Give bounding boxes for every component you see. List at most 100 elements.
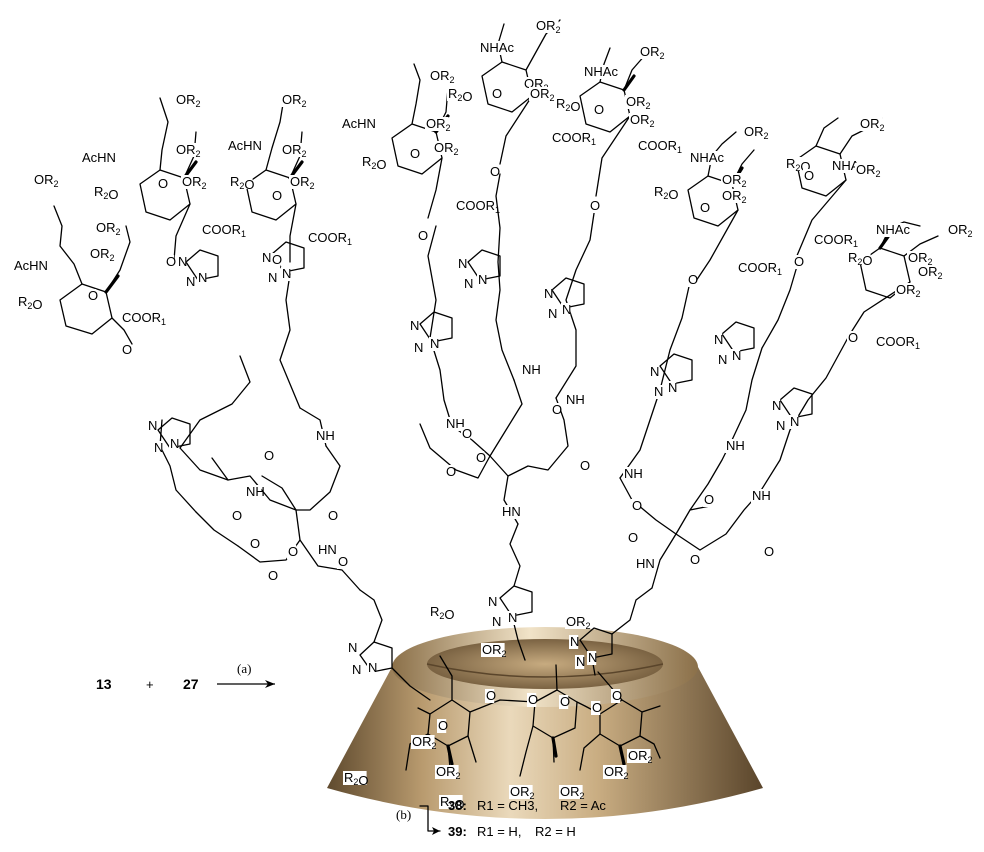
product-38-id: 38:: [448, 798, 467, 813]
atom-label-bg: [591, 701, 601, 715]
atom-label-or2: OR2: [536, 18, 561, 35]
atom-label-bg: [89, 247, 113, 261]
atom-label-bg: [351, 663, 361, 677]
atom-label-bg: [561, 303, 571, 317]
atom-label-bg: [437, 719, 447, 733]
atom-label-hn: HN: [502, 504, 521, 519]
atom-label-hn: HN: [318, 542, 337, 557]
atom-label-bg: [629, 113, 653, 127]
atom-label-bg: [751, 489, 768, 503]
atom-label-bg: [175, 93, 199, 107]
atom-label-n: N: [714, 332, 723, 347]
atom-label-n: N: [178, 254, 187, 269]
atom-label-or2: OR2: [96, 220, 121, 237]
atom-label-bg: [121, 343, 131, 357]
atom-label-bg: [611, 689, 621, 703]
product-legend: (b) 38: R1 = CH3, R2 = Ac 39: R1 = H, R2…: [396, 798, 606, 839]
atom-label-o: O: [492, 86, 502, 101]
atom-label-or2: OR2: [426, 116, 451, 133]
step-b-label: (b): [396, 807, 411, 822]
atom-label-n: N: [410, 318, 419, 333]
atom-label-bg: [429, 337, 439, 351]
atom-label-o: O: [804, 168, 814, 183]
atom-label-bg: [95, 221, 119, 235]
atom-label-bg: [543, 287, 553, 301]
atom-label-acnh: AcHN: [82, 150, 116, 165]
plus-sign: +: [146, 677, 154, 692]
atom-label-o: O: [632, 498, 642, 513]
atom-label-or2: OR2: [948, 222, 973, 239]
atom-label-or2: OR2: [482, 642, 507, 659]
atom-label-o: O: [328, 508, 338, 523]
product-39-r2: R2 = H: [535, 824, 576, 839]
atom-label-bg: [439, 795, 463, 809]
atom-label-r2o: R2O: [430, 604, 455, 622]
atom-label-n: N: [170, 436, 179, 451]
atom-label-bg: [175, 143, 199, 157]
atom-label-bg: [653, 385, 663, 399]
atom-label-bg: [529, 87, 553, 101]
atom-label-n: N: [668, 380, 677, 395]
atom-label-o: O: [560, 694, 570, 709]
atom-label-bg: [575, 655, 585, 669]
atom-label-or2: OR2: [430, 68, 455, 85]
atom-label-bg: [177, 255, 187, 269]
atom-label-or2: OR2: [566, 614, 591, 631]
atom-label-or2: OR2: [34, 172, 59, 189]
atom-label-bg: [509, 785, 533, 799]
atom-label-n: N: [478, 272, 487, 287]
atom-label-o: O: [628, 530, 638, 545]
atom-label-n: N: [262, 250, 271, 265]
atom-label-bg: [425, 117, 449, 131]
atom-label-bg: [197, 271, 207, 285]
atom-label-bg: [527, 693, 537, 707]
atom-label-acnh: AcHN: [228, 138, 262, 153]
atom-label-bg: [535, 19, 559, 33]
atom-label-nh: NH: [522, 362, 541, 377]
atom-label-bg: [813, 233, 851, 247]
atom-label-o: O: [88, 288, 98, 303]
atom-label-or2: OR2: [856, 162, 881, 179]
atom-label-bg: [627, 749, 651, 763]
atom-label-bg: [475, 451, 485, 465]
atom-label-bg: [429, 69, 453, 83]
atom-label-n: N: [352, 662, 361, 677]
atom-label-bg: [699, 201, 709, 215]
atom-label-o: O: [250, 536, 260, 551]
atom-label-o: O: [594, 102, 604, 117]
atom-label-bg: [121, 311, 159, 325]
reaction-line: 13 + 27 (a): [96, 661, 275, 692]
atom-label-bg: [847, 251, 871, 265]
product-39-r1: R1 = H,: [477, 824, 521, 839]
atom-label-coor1: COOR1: [814, 232, 858, 249]
atom-label-bg: [263, 449, 273, 463]
atom-label-bg: [635, 557, 652, 571]
atom-label-or2: OR2: [176, 142, 201, 159]
atom-label-bg: [157, 177, 167, 191]
atom-label-n: N: [570, 634, 579, 649]
atom-label-bg: [413, 341, 423, 355]
atom-label-acnh: AcHN: [14, 258, 48, 273]
product-39: 39: R1 = H, R2 = H: [448, 824, 576, 839]
atom-label-or2: OR2: [628, 748, 653, 765]
atom-label-n: N: [650, 364, 659, 379]
atom-label-bg: [593, 103, 603, 117]
atom-label-o: O: [446, 464, 456, 479]
atom-label-n: N: [772, 398, 781, 413]
atom-label-coor1: COOR1: [738, 260, 782, 277]
atom-label-bg: [907, 251, 931, 265]
atom-label-bg: [435, 765, 459, 779]
atom-label-o: O: [848, 330, 858, 345]
atom-label-o: O: [590, 198, 600, 213]
atom-label-bg: [267, 569, 277, 583]
atom-label-or2: OR2: [722, 172, 747, 189]
atom-label-o: O: [486, 688, 496, 703]
atom-label-o: O: [122, 342, 132, 357]
atom-label-or2: OR2: [530, 86, 555, 103]
atom-labels: OR2OR2OR2R2OAcHNCOOR1OOOR2OR2OR2AcHNR2OC…: [13, 18, 973, 812]
atom-label-bg: [583, 65, 614, 79]
atom-label-o: O: [268, 568, 278, 583]
atom-label-or2: OR2: [412, 734, 437, 751]
atom-label-or2: OR2: [640, 44, 665, 61]
atom-label-bg: [165, 255, 175, 269]
